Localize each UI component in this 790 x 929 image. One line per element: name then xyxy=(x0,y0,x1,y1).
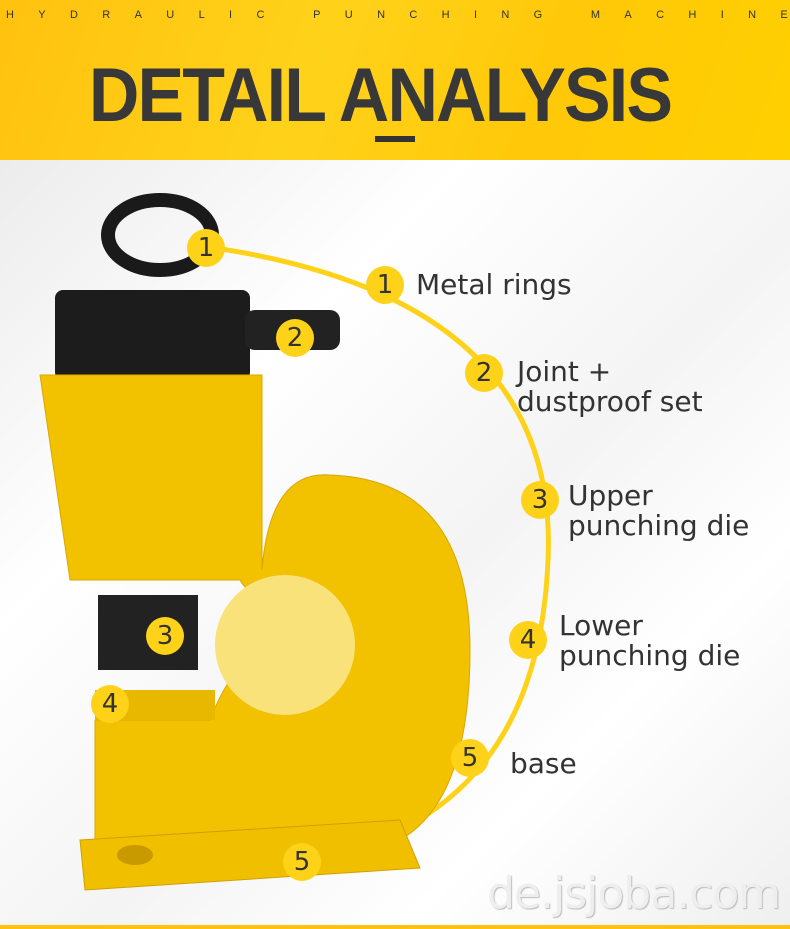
label-line: dustproof set xyxy=(517,385,703,418)
subtitle-letter: D xyxy=(69,9,78,21)
marker-2: 2 xyxy=(276,319,314,357)
title-underline xyxy=(375,136,415,142)
callout-num-3: 3 xyxy=(521,481,559,519)
marker-3: 3 xyxy=(146,617,184,655)
subtitle-letter: H xyxy=(688,9,697,21)
header-banner: H Y D R A U L I C P U N C H I N G M A C H I N E DETAIL ANALYS… xyxy=(0,0,790,160)
subtitle-letter: P xyxy=(313,9,321,21)
label-line: punching die xyxy=(568,509,750,542)
subtitle-letter: E xyxy=(780,9,788,21)
subtitle-letter: I xyxy=(229,9,233,21)
subtitle-letter: N xyxy=(501,9,510,21)
callout-num-1: 1 xyxy=(366,266,404,304)
cylinder xyxy=(55,290,250,380)
subtitle-letter: Y xyxy=(38,9,46,21)
subtitle-letter: C xyxy=(256,9,265,21)
subtitle-letter: N xyxy=(377,9,386,21)
marker-5: 5 xyxy=(283,843,321,881)
callout-label-5: base xyxy=(510,747,577,780)
callout-num-2: 2 xyxy=(465,354,503,392)
subtitle-letter: A xyxy=(134,9,142,21)
marker-1: 1 xyxy=(187,229,225,267)
subtitle-letter: N xyxy=(748,9,757,21)
label-line: Joint + xyxy=(517,355,612,388)
subtitle-letter: G xyxy=(533,9,543,21)
throat xyxy=(215,575,355,715)
subtitle-letter: R xyxy=(102,9,111,21)
subtitle-letter: I xyxy=(473,9,478,21)
label-line: Lower xyxy=(559,609,643,642)
watermark: de.jsjoba.com xyxy=(487,868,781,919)
mount-hole xyxy=(117,845,153,865)
subtitle-letter: C xyxy=(656,9,665,21)
callout-num-4: 4 xyxy=(509,621,547,659)
subtitle-letter: C xyxy=(409,9,418,21)
subtitle-letter: H xyxy=(441,9,450,21)
subtitle-letter: M xyxy=(590,9,601,21)
subtitle-letter: U xyxy=(344,9,353,21)
page-title: DETAIL ANALYSIS xyxy=(88,53,673,138)
subtitle-letter: U xyxy=(166,9,175,21)
subtitle-letter: H xyxy=(6,9,14,21)
callout-label-1: Metal rings xyxy=(416,268,572,301)
callout-label-2: Joint +dustproof set xyxy=(517,357,703,417)
bottom-border xyxy=(0,925,790,929)
base-plate xyxy=(79,819,421,891)
subtitle-letter: I xyxy=(720,9,724,21)
marker-4: 4 xyxy=(91,685,129,723)
subtitle-letter: L xyxy=(198,9,205,21)
subtitle-letter: A xyxy=(624,9,632,21)
label-line: Upper xyxy=(568,479,653,512)
label-line: punching die xyxy=(559,639,741,672)
callout-num-5: 5 xyxy=(451,739,489,777)
